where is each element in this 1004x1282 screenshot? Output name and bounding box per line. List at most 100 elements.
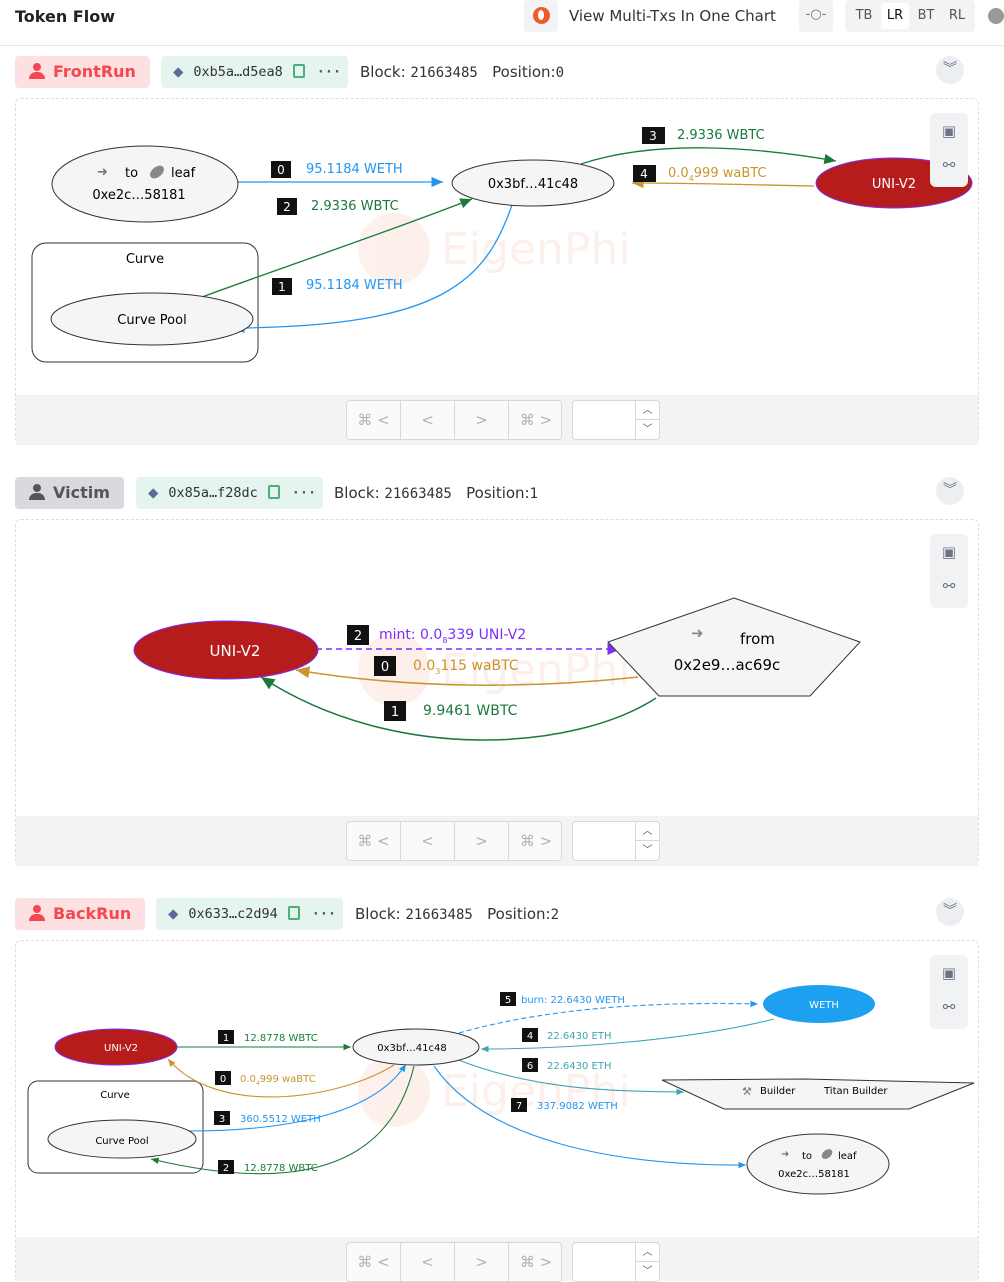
frontrun-graph[interactable]: EigenPhi Curve ➜ to leaf 0xe2c…58181 Cur… bbox=[16, 99, 978, 395]
edge-3[interactable] bbox=[580, 147, 837, 165]
first-step-button[interactable]: ⌘ < bbox=[347, 822, 401, 860]
last-step-button[interactable]: ⌘ > bbox=[519, 1253, 553, 1271]
more-icon[interactable]: ··· bbox=[291, 485, 317, 501]
step-up-icon[interactable]: ︿ bbox=[636, 822, 659, 841]
from-address: 0x2e9…ac69c bbox=[674, 656, 781, 674]
edge-label: 95.1184 WETH bbox=[306, 278, 403, 293]
share-link-icon[interactable]: ⚯ bbox=[942, 156, 956, 174]
collapse-chevron-icon[interactable]: ︾ bbox=[936, 56, 964, 84]
next-step-button[interactable]: > bbox=[455, 1243, 509, 1281]
copy-icon[interactable] bbox=[292, 64, 305, 78]
edge-1[interactable] bbox=[260, 676, 657, 741]
download-image-icon[interactable]: ▣ bbox=[941, 122, 957, 140]
builder-node[interactable] bbox=[661, 1078, 975, 1110]
edge-4[interactable] bbox=[631, 177, 815, 189]
curve-pool-node[interactable] bbox=[47, 1119, 197, 1159]
edge-label: 2.9336 WBTC bbox=[677, 128, 765, 143]
center-node[interactable] bbox=[352, 1028, 480, 1066]
collapse-chevron-icon[interactable]: ︾ bbox=[936, 477, 964, 505]
edge-label: 22.6430 ETH bbox=[547, 1061, 611, 1072]
svg-text:UNI-V2: UNI-V2 bbox=[210, 642, 261, 660]
svg-text:0x3bf…41c48: 0x3bf…41c48 bbox=[488, 177, 578, 192]
download-image-icon[interactable]: ▣ bbox=[941, 543, 957, 561]
edge-label: burn: 22.6430 WETH bbox=[521, 995, 625, 1006]
direction-lr-button[interactable]: LR bbox=[881, 3, 909, 29]
step-spinner[interactable]: ︿﹀ bbox=[635, 1243, 659, 1281]
edge-0[interactable] bbox=[167, 1058, 395, 1098]
first-step-button[interactable]: ⌘ < bbox=[347, 1243, 401, 1281]
leaf-address: 0xe2c…58181 bbox=[778, 1169, 850, 1180]
eigenphi-logo-button[interactable] bbox=[524, 0, 558, 32]
prev-step-button[interactable]: < bbox=[401, 1243, 455, 1281]
edge-label: 9.9461 WBTC bbox=[423, 703, 518, 719]
weth-node[interactable] bbox=[763, 985, 875, 1023]
center-node[interactable] bbox=[451, 159, 615, 207]
direction-bt-button[interactable]: BT bbox=[917, 8, 935, 23]
prev-step-button[interactable]: < bbox=[401, 822, 455, 860]
more-icon[interactable]: ··· bbox=[311, 906, 337, 922]
more-icon[interactable]: ··· bbox=[316, 64, 342, 80]
next-step-button[interactable]: > bbox=[455, 401, 509, 439]
tx-hash[interactable]: 0x633…c2d94 bbox=[188, 906, 278, 922]
step-input[interactable]: ︿﹀ bbox=[572, 821, 660, 861]
step-input[interactable]: ︿﹀ bbox=[572, 400, 660, 440]
step-down-icon[interactable]: ﹀ bbox=[642, 845, 653, 856]
next-step-button[interactable]: > bbox=[455, 822, 509, 860]
edge-2[interactable] bbox=[150, 1065, 415, 1175]
graph-toolbox: ▣ ⚯ bbox=[930, 955, 968, 1029]
from-node[interactable] bbox=[607, 597, 861, 697]
copy-icon[interactable] bbox=[267, 485, 280, 499]
download-image-icon[interactable]: ▣ bbox=[941, 964, 957, 982]
svg-text:EigenPhi: EigenPhi bbox=[441, 224, 631, 275]
settings-gear-icon[interactable] bbox=[988, 8, 1004, 24]
edge-label: mint: 0.08339 UNI-V2 bbox=[379, 627, 526, 645]
backrun-graph[interactable]: EigenPhi Curve UNI-V2 0x3bf…41c48 WETH ⚒… bbox=[16, 941, 978, 1237]
svg-text:UNI-V2: UNI-V2 bbox=[104, 1043, 138, 1054]
edge-index: 0 bbox=[220, 1074, 226, 1085]
edge-3[interactable] bbox=[187, 1063, 407, 1132]
edge-4[interactable] bbox=[480, 1018, 775, 1053]
first-step-button[interactable]: ⌘ < bbox=[347, 401, 401, 439]
victim-graph[interactable]: EigenPhi UNI-V2 ➜ from 0x2e9…ac69c 2 min… bbox=[16, 520, 978, 816]
step-input[interactable]: ︿﹀ bbox=[572, 1242, 660, 1282]
direction-rl-button[interactable]: RL bbox=[948, 8, 966, 23]
uni-v2-node[interactable] bbox=[54, 1028, 178, 1066]
graph-toolbox: ▣ ⚯ bbox=[930, 113, 968, 187]
edge-0[interactable] bbox=[295, 666, 639, 686]
edge-5[interactable] bbox=[458, 1000, 759, 1034]
uni-v2-node[interactable] bbox=[133, 620, 319, 680]
svg-text:Builder: Builder bbox=[760, 1086, 796, 1097]
edge-index: 3 bbox=[649, 129, 657, 143]
tx-hash[interactable]: 0x85a…f28dc bbox=[168, 485, 258, 501]
edge-label: 0.04999 waBTC bbox=[240, 1074, 316, 1087]
step-spinner[interactable]: ︿﹀ bbox=[635, 401, 659, 439]
edge-7[interactable] bbox=[433, 1065, 747, 1169]
step-up-icon[interactable]: ︿ bbox=[636, 401, 659, 420]
multi-tx-toggle-button[interactable]: -○- bbox=[799, 0, 833, 32]
step-down-icon[interactable]: ﹀ bbox=[642, 1266, 653, 1277]
prev-step-button[interactable]: < bbox=[401, 401, 455, 439]
multi-tx-label[interactable]: View Multi-Txs In One Chart bbox=[569, 7, 776, 25]
step-up-icon[interactable]: ︿ bbox=[636, 1243, 659, 1262]
position-number: 1 bbox=[529, 486, 539, 502]
edge-1[interactable] bbox=[232, 204, 513, 334]
direction-tb-button[interactable]: TB bbox=[855, 8, 873, 23]
copy-icon[interactable] bbox=[287, 906, 300, 920]
edge-6[interactable] bbox=[455, 1058, 685, 1096]
curve-pool-node[interactable] bbox=[50, 292, 254, 346]
share-link-icon[interactable]: ⚯ bbox=[942, 998, 956, 1016]
step-spinner[interactable]: ︿﹀ bbox=[635, 822, 659, 860]
edge-label: 337.9082 WETH bbox=[537, 1101, 618, 1112]
leaf-node[interactable] bbox=[746, 1133, 890, 1195]
svg-text:EigenPhi: EigenPhi bbox=[441, 645, 631, 696]
block-number: 21663485 bbox=[405, 907, 473, 923]
leaf-node[interactable] bbox=[51, 145, 239, 223]
step-down-icon[interactable]: ﹀ bbox=[642, 424, 653, 435]
edge-2[interactable] bbox=[201, 198, 473, 298]
share-link-icon[interactable]: ⚯ bbox=[942, 577, 956, 595]
tx-hash[interactable]: 0xb5a…d5ea8 bbox=[193, 64, 283, 80]
block-info: Block: 21663485 Position:0 bbox=[360, 63, 565, 81]
last-step-button[interactable]: ⌘ > bbox=[519, 832, 553, 850]
last-step-button[interactable]: ⌘ > bbox=[519, 411, 553, 429]
collapse-chevron-icon[interactable]: ︾ bbox=[936, 898, 964, 926]
